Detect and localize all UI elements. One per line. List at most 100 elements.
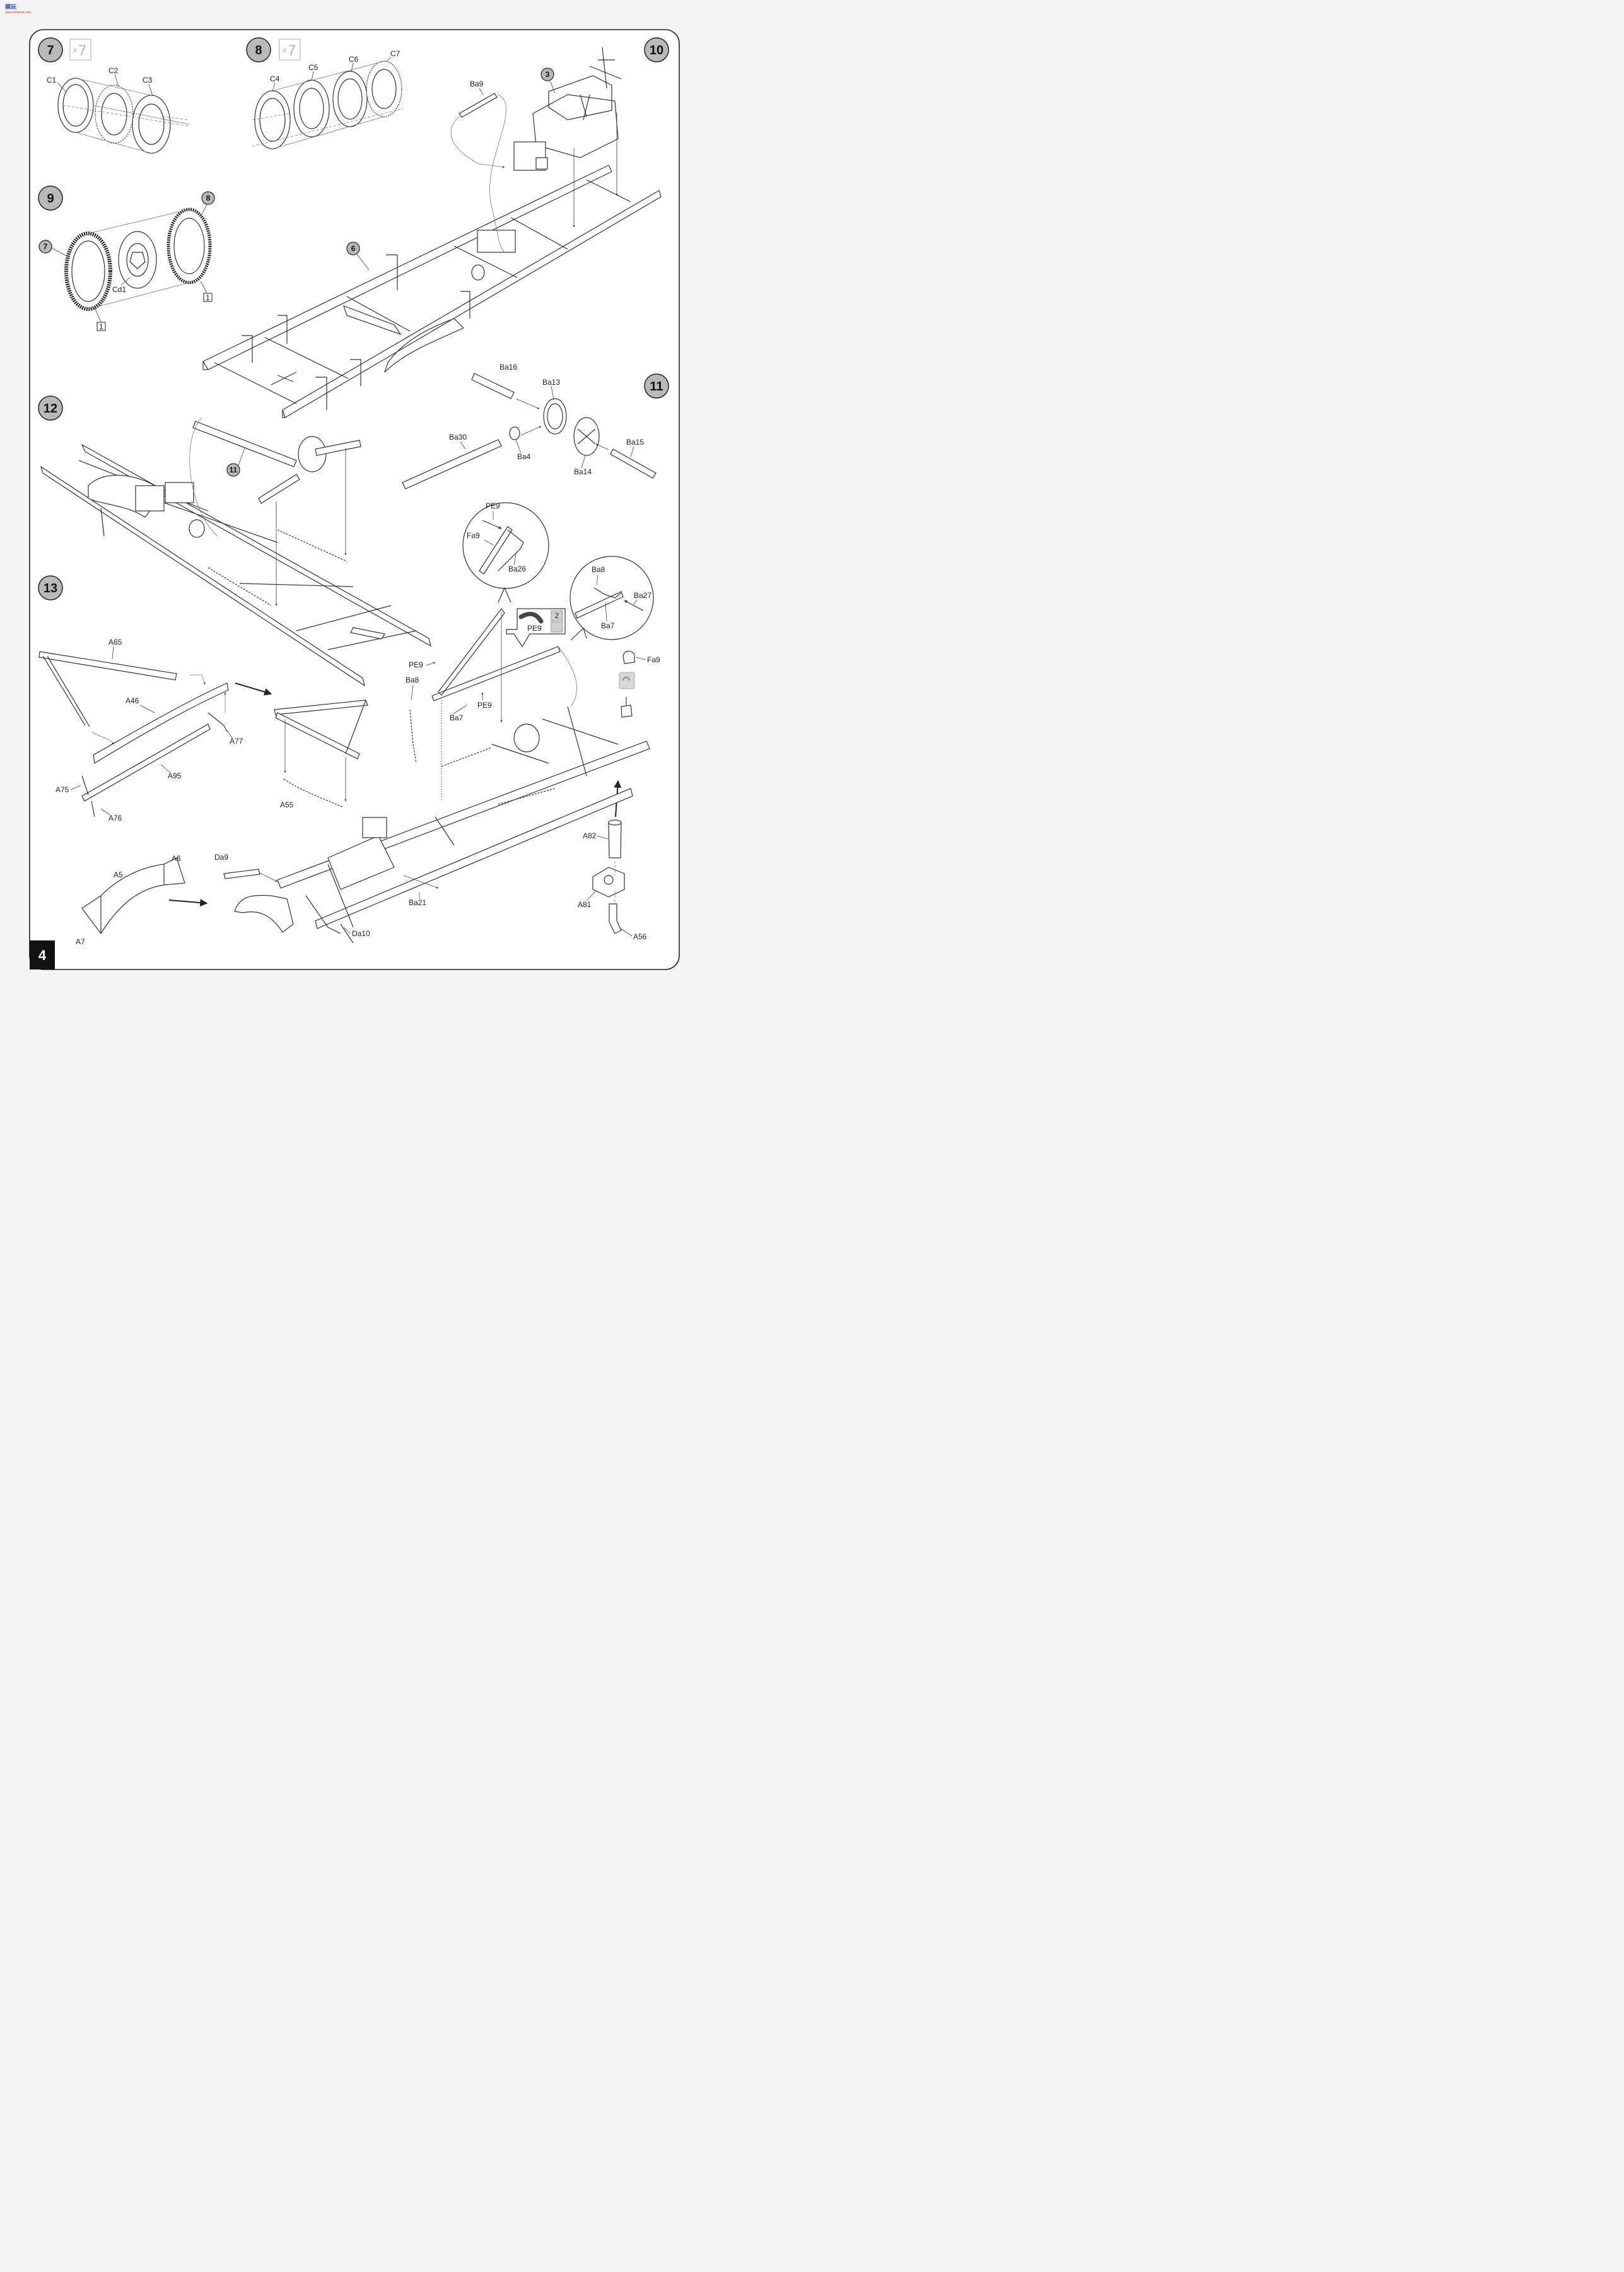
- step-9-wheel: [64, 208, 212, 311]
- part-label-ba7-detail: Ba8: [592, 565, 605, 574]
- part-label-ba8: Ba8: [406, 676, 419, 684]
- step-13-fender-bracket: A5 A6 A7: [76, 854, 294, 946]
- part-label-pe9-b: PE9: [477, 701, 492, 710]
- step-10-callouts: 3 6 Ba9: [346, 67, 618, 271]
- step-10-badge: 10: [644, 37, 669, 62]
- step-7-number: 7: [47, 44, 54, 57]
- part-label-ba21: Ba21: [409, 898, 426, 907]
- part-label-a77: A77: [230, 737, 243, 746]
- part-label-a80: A56: [633, 932, 647, 941]
- step-8-multiplier-prefix: x: [283, 45, 286, 54]
- step-13-badge: 13: [38, 575, 63, 600]
- part-label-c5: C5: [308, 63, 318, 72]
- part-label-c7: C7: [390, 49, 400, 58]
- page-number-tab: 4: [30, 940, 55, 969]
- step-10-ref-6: 6: [351, 244, 356, 253]
- part-label-a46: A46: [126, 696, 139, 705]
- part-label-c4: C4: [270, 74, 280, 83]
- part-label-a55: A55: [280, 800, 294, 809]
- part-label-a65: A65: [108, 638, 122, 647]
- step-12-number: 12: [44, 402, 57, 416]
- step-10: 10 3 6: [202, 37, 669, 418]
- part-label-c1: C1: [47, 76, 57, 85]
- part-label-a82: Fa9: [647, 655, 660, 664]
- part-label-ba14: Ba14: [574, 467, 592, 476]
- part-label-a95: A95: [168, 771, 182, 780]
- step-7-multiplier-count: 7: [78, 42, 86, 59]
- step-13-number: 13: [44, 582, 57, 595]
- step-9-box-ref-1b: 1: [206, 293, 210, 302]
- part-label-ba15: Ba15: [626, 438, 644, 447]
- part-label-c3: C3: [143, 76, 153, 85]
- part-label-a56: A81: [578, 900, 592, 909]
- logo-text: 模玩: [5, 3, 16, 10]
- part-label-pe9-a: PE9: [409, 660, 423, 669]
- part-label-a5: A5: [114, 870, 123, 879]
- step-13-detail-2: Ba8 Ba7 Ba27: [570, 556, 654, 641]
- part-label-da9: Da9: [214, 853, 228, 862]
- step-12-ref-11: 11: [230, 466, 238, 474]
- step-10-ref-3: 3: [546, 70, 550, 79]
- step-7-badge: 7: [38, 37, 63, 62]
- step-12-badge: 12: [38, 395, 63, 421]
- step-7-labels: C1 C2 C3: [47, 66, 153, 97]
- step-13-chassis: [277, 607, 650, 944]
- step-8: 8 x 7 C4 C5 C6 C7: [246, 37, 404, 149]
- step-10-number: 10: [650, 44, 663, 57]
- step-8-discs: [252, 61, 404, 149]
- part-label-c2: C2: [108, 66, 119, 75]
- part-label-ba9: Ba9: [470, 79, 484, 88]
- step-12: 12 11: [38, 395, 431, 687]
- step-13-arrow-2: [168, 899, 208, 907]
- step-7-multiplier-prefix: x: [73, 45, 77, 54]
- pe9-badge-count: 2: [555, 611, 559, 620]
- step-13-detail-1: PE9 Fa9 Ba26: [462, 501, 549, 603]
- part-label-ba30: Ba30: [449, 433, 467, 442]
- step-8-badge: 8: [246, 37, 271, 62]
- step-9-ref-8: 8: [206, 194, 211, 202]
- step-8-number: 8: [255, 44, 262, 57]
- site-logo: 模玩 www.moxwan.com: [5, 3, 31, 15]
- part-label-da10: Da10: [352, 929, 370, 938]
- step-8-multiplier: x 7: [279, 38, 301, 61]
- step-13-spring-assembled: A55: [274, 700, 368, 809]
- step-11-number: 11: [650, 380, 663, 394]
- part-label-c6: C6: [349, 55, 359, 64]
- step-12-rear-axle: 11: [189, 417, 361, 606]
- part-label-fa9-a: PE9: [486, 501, 500, 510]
- part-label-ba8-detail: Ba26: [508, 565, 526, 573]
- part-label-fa9-b: Ba27: [634, 591, 651, 600]
- step-12-chassis: [40, 443, 431, 687]
- step-7-discs: [57, 78, 190, 154]
- step-9-box-ref-1a: 1: [99, 322, 103, 331]
- part-label-ba7: Ba7: [450, 713, 464, 722]
- step-9: 9 7 8 Cd1 1 1: [38, 185, 215, 331]
- step-11-parts: [402, 373, 657, 489]
- step-9-callouts: 7 8 Cd1 1 1: [38, 191, 215, 331]
- part-label-ba13: Ba13: [542, 378, 560, 387]
- step-8-labels: C4 C5 C6 C7: [270, 49, 400, 92]
- step-9-badge: 9: [38, 185, 63, 211]
- step-7-multiplier: x 7: [69, 38, 91, 61]
- pe9-badge-label: PE9: [527, 624, 542, 633]
- instruction-sheet: 模玩 www.moxwan.com 4 7 x 7 C1: [0, 0, 713, 996]
- step-8-multiplier-count: 7: [288, 42, 296, 59]
- step-13-pe-badge: PE9 2: [506, 608, 566, 648]
- logo-subtext: www.moxwan.com: [5, 11, 31, 15]
- part-label-ba16: Ba16: [499, 363, 517, 372]
- step-10-engine: [513, 47, 622, 171]
- step-11-labels: Ba16 Ba13 Ba30 Ba4 Ba14 Ba15: [449, 363, 644, 476]
- step-13-arrow-1: [235, 682, 272, 696]
- step-9-ref-7: 7: [44, 242, 48, 251]
- part-label-ba26: Fa9: [467, 531, 480, 540]
- step-13-spring-labels: A65 A46 A77 A95 A75 A76: [55, 638, 243, 823]
- part-label-a75: A75: [55, 785, 69, 794]
- part-label-a81: A82: [583, 831, 597, 840]
- step-13-chassis-labels: Da9 Da10 Ba21 Ba8 Ba7 PE9 PE9: [214, 660, 492, 938]
- step-13-spring-assembly: [38, 651, 229, 817]
- part-label-a7: A7: [76, 937, 85, 946]
- step-13: 13 A65 A46 A77 A95 A75 A76: [38, 501, 660, 946]
- step-7: 7 x 7 C1 C2 C3: [38, 37, 190, 154]
- part-label-a76: A76: [108, 814, 122, 823]
- part-label-ba27: Ba7: [601, 621, 615, 630]
